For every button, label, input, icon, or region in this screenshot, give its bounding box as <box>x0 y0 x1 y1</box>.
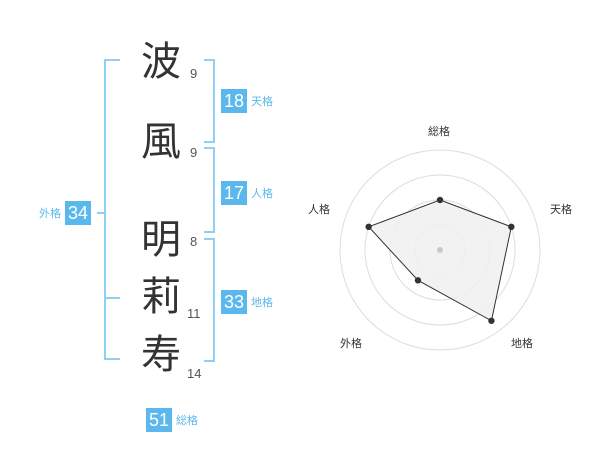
chikaku-label: 地格 <box>251 296 274 309</box>
name-char-2: 風 <box>141 119 181 165</box>
radar-point-1 <box>436 196 444 204</box>
radar-axis-label-jinkaku: 人格 <box>308 203 330 216</box>
tenkaku-label: 天格 <box>251 95 274 108</box>
radar-axis-label-chikaku: 地格 <box>511 337 533 350</box>
gaikaku-score: 外格 34 <box>39 201 92 225</box>
soukaku-value: 51 <box>146 408 173 432</box>
stroke-count-3: 8 <box>190 234 198 249</box>
jinkaku-label: 人格 <box>251 187 274 200</box>
tenkaku-value: 18 <box>221 89 248 113</box>
soukaku-score: 51 総格 <box>146 408 198 432</box>
name-char-1: 波 <box>141 39 181 85</box>
gaikaku-bracket-connector <box>97 212 104 214</box>
radar-point-4 <box>414 277 422 284</box>
stroke-count-2: 9 <box>190 145 198 160</box>
radar-point-5 <box>365 223 372 231</box>
radar-axis-label-gaikaku: 外格 <box>340 337 362 350</box>
name-char-3: 明 <box>141 217 181 263</box>
radar-point-2 <box>508 223 515 231</box>
radar-center-dot <box>437 247 443 253</box>
radar-ring-1 <box>339 149 541 351</box>
chikaku-bracket <box>204 238 215 362</box>
stroke-count-5: 14 <box>187 366 202 381</box>
name-char-4: 莉 <box>141 274 181 320</box>
jinkaku-score: 17 人格 <box>221 181 273 205</box>
gaikaku-bracket-tick <box>104 297 120 299</box>
radar-axis-label-soukaku: 総格 <box>428 125 450 138</box>
chikaku-score: 33 地格 <box>221 290 273 314</box>
gaikaku-value: 34 <box>65 201 92 225</box>
name-char-5: 寿 <box>141 332 181 378</box>
tenkaku-score: 18 天格 <box>221 89 273 113</box>
stroke-count-4: 11 <box>187 306 201 321</box>
gaikaku-bracket <box>104 59 120 360</box>
radar-point-3 <box>488 317 495 324</box>
stroke-count-1: 9 <box>190 66 198 81</box>
jinkaku-value: 17 <box>221 181 248 205</box>
radar-ring-2 <box>364 174 516 326</box>
jinkaku-bracket <box>204 147 215 233</box>
soukaku-label: 総格 <box>176 414 199 427</box>
chikaku-value: 33 <box>221 290 248 314</box>
tenkaku-bracket <box>204 59 215 143</box>
radar-axis-label-tenkaku: 天格 <box>550 203 572 216</box>
gaikaku-label: 外格 <box>39 207 61 220</box>
radar-area <box>367 199 512 322</box>
